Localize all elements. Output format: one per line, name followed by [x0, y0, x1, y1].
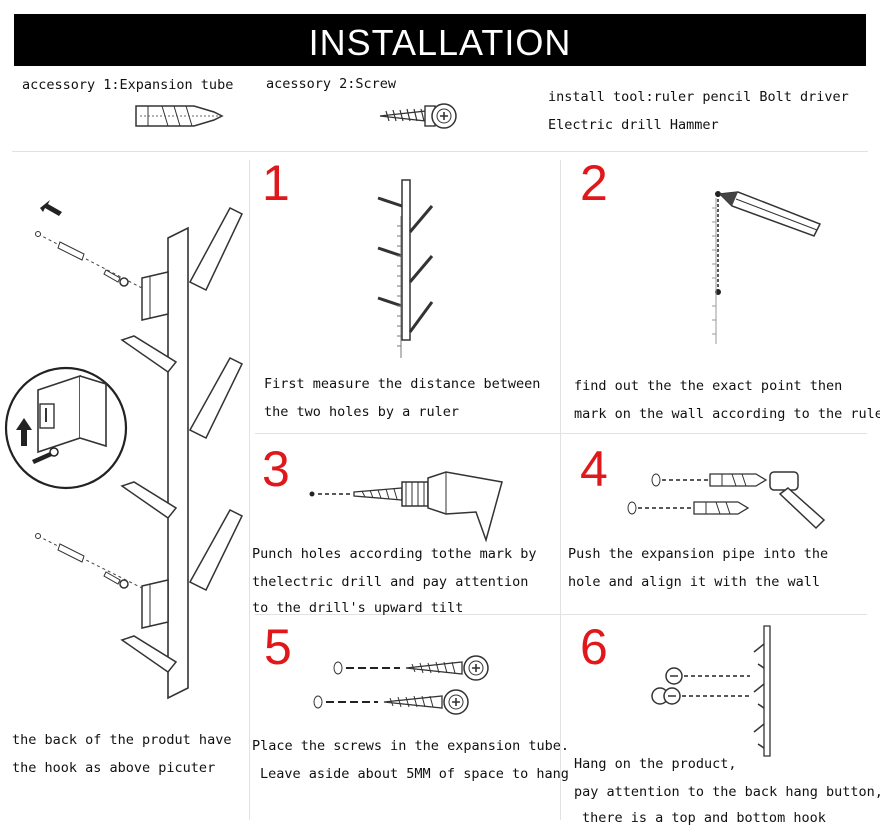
step-6-text-line-3: there is a top and bottom hook	[582, 810, 826, 826]
step-1-text-line-1: First measure the distance between	[264, 376, 541, 392]
step-4-text-line-2: hole and align it with the wall	[568, 574, 820, 590]
step-3-drill-illustration	[309, 471, 503, 543]
step-1-number: 1	[262, 155, 290, 211]
divider-middle	[560, 160, 561, 820]
step-1-text-line-2: the two holes by a ruler	[264, 404, 460, 420]
expansion-tube-icon	[135, 105, 224, 127]
divider-row-2	[255, 614, 867, 615]
accessory-2-label: acessory 2:Screw	[266, 76, 397, 92]
screw-icon	[379, 103, 457, 129]
divider-left	[249, 160, 250, 820]
step-5-text-line-1: Place the screws in the expansion tube.	[252, 738, 569, 754]
step-2-pencil-illustration	[712, 191, 822, 344]
tools-line-2: Electric drill Hammer	[548, 117, 719, 133]
step-2-text-line-2: mark on the wall according to the ruler	[574, 406, 880, 422]
divider-row-1	[255, 433, 867, 434]
step-2-text-line-1: find out the the exact point then	[574, 378, 843, 394]
divider-top	[12, 151, 868, 152]
up-arrow-icon	[40, 200, 62, 216]
step-4-hammer-illustration	[627, 471, 826, 530]
product-back-illustration	[4, 200, 243, 700]
step-2-number: 2	[580, 155, 608, 211]
step-4-number: 4	[580, 441, 608, 497]
step-3-text-line-1: Punch holes according tothe mark by	[252, 546, 537, 562]
step-5-screws-illustration	[313, 655, 489, 715]
title-banner: INSTALLATION	[14, 14, 866, 66]
left-caption-line-1: the back of the produt have	[12, 732, 232, 748]
step-3-text-line-2: thelectric drill and pay attention	[252, 574, 529, 590]
step-5-text-line-2: Leave aside about 5MM of space to hang	[260, 766, 569, 782]
page-title: INSTALLATION	[308, 22, 572, 63]
step-6-text-line-2: pay attention to the back hang button,	[574, 784, 880, 800]
up-arrow-small-icon	[16, 418, 32, 446]
accessory-1-label: accessory 1:Expansion tube	[22, 77, 234, 93]
step-6-number: 6	[580, 619, 608, 675]
left-caption-line-2: the hook as above picuter	[12, 760, 216, 776]
tools-line-1: install tool:ruler pencil Bolt driver	[548, 89, 849, 105]
step-1-ruler-illustration	[377, 179, 434, 358]
step-4-text-line-1: Push the expansion pipe into the	[568, 546, 829, 562]
step-3-text-line-3: to the drill's upward tilt	[252, 600, 464, 616]
step-6-text-line-1: Hang on the product,	[574, 756, 737, 772]
step-3-number: 3	[262, 441, 290, 497]
step-6-hang-illustration	[651, 625, 771, 757]
step-5-number: 5	[264, 619, 292, 675]
